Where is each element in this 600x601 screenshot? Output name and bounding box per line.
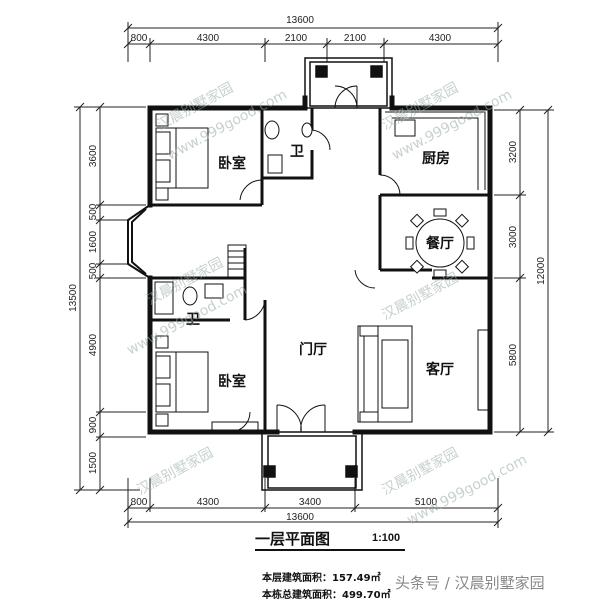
- bottom-dimension-chain: [123, 478, 503, 528]
- wardrobe: [211, 421, 259, 431]
- room-label-bath-top: 卫: [290, 144, 304, 160]
- left-dim-1: 1500: [88, 451, 99, 474]
- room-label-hall: 门厅: [299, 341, 327, 358]
- source-credit: 头条号 / 汉晨别墅家园: [395, 574, 545, 592]
- left-dim-2: 900: [88, 416, 99, 433]
- right-total-dim: 12000: [536, 257, 547, 285]
- watermark-text: 汉晨别墅家园: [379, 269, 461, 323]
- interior-walls: [150, 108, 490, 432]
- kitchen-counter: [385, 111, 486, 190]
- plan-scale: 1:100: [372, 532, 401, 544]
- watermark-text: 汉晨别墅家园: [134, 444, 216, 498]
- bottom-dim-1: 800: [131, 497, 148, 508]
- bottom-total-dim: 13600: [286, 512, 314, 523]
- left-dim-5: 1600: [88, 230, 99, 253]
- room-label-dining: 餐厅: [425, 235, 454, 252]
- bath-left-fixtures: [154, 281, 224, 315]
- plan-title: 一层平面图: [255, 530, 331, 548]
- top-dimension-chain: [123, 22, 503, 62]
- room-label-bedroom-top: 卧室: [218, 155, 246, 172]
- room-label-living: 客厅: [425, 361, 454, 378]
- left-dim-6: 500: [88, 203, 99, 220]
- tv-cabinet: [477, 329, 489, 411]
- bottom-dim-4: 5100: [415, 497, 438, 508]
- left-total-dim: 13500: [68, 284, 79, 312]
- top-dim-3: 2100: [285, 33, 308, 44]
- room-label-bath-left: 卫: [186, 312, 200, 328]
- entry-porch-bottom: [261, 431, 363, 491]
- left-dimension-chain: [74, 102, 146, 495]
- right-dim-2: 3000: [508, 225, 519, 248]
- top-dim-4: 2100: [344, 33, 367, 44]
- right-dim-3: 5800: [508, 343, 519, 366]
- right-dimension-chain: [494, 105, 554, 437]
- room-label-bedroom-bottom: 卧室: [218, 373, 246, 390]
- bottom-dim-2: 4300: [197, 497, 220, 508]
- staircase: [227, 244, 247, 279]
- left-dim-4: 500: [88, 262, 99, 279]
- doors: [229, 85, 401, 433]
- title-underline: [255, 549, 405, 551]
- bay-window: [127, 204, 151, 279]
- left-dim-3: 4900: [88, 333, 99, 356]
- room-label-kitchen: 厨房: [422, 150, 450, 167]
- top-dim-2: 4300: [197, 33, 220, 44]
- bed-top: [155, 113, 209, 201]
- left-dim-7: 3600: [88, 144, 99, 167]
- bottom-dim-3: 3400: [299, 497, 322, 508]
- dining-table: [405, 208, 475, 278]
- bed-bottom: [155, 335, 209, 427]
- top-dim-1: 800: [131, 33, 148, 44]
- bath-top-fixtures: [264, 120, 313, 174]
- top-total-dim: 13600: [286, 15, 314, 26]
- total-area-text: 本栋总建筑面积：499.70㎡: [262, 590, 391, 601]
- floor-area-text: 本层建筑面积：157.49㎡: [262, 573, 381, 584]
- living-sofa: [357, 325, 413, 423]
- right-dim-1: 3200: [508, 140, 519, 163]
- entry-porch-top: [304, 57, 393, 109]
- top-dim-5: 4300: [429, 33, 452, 44]
